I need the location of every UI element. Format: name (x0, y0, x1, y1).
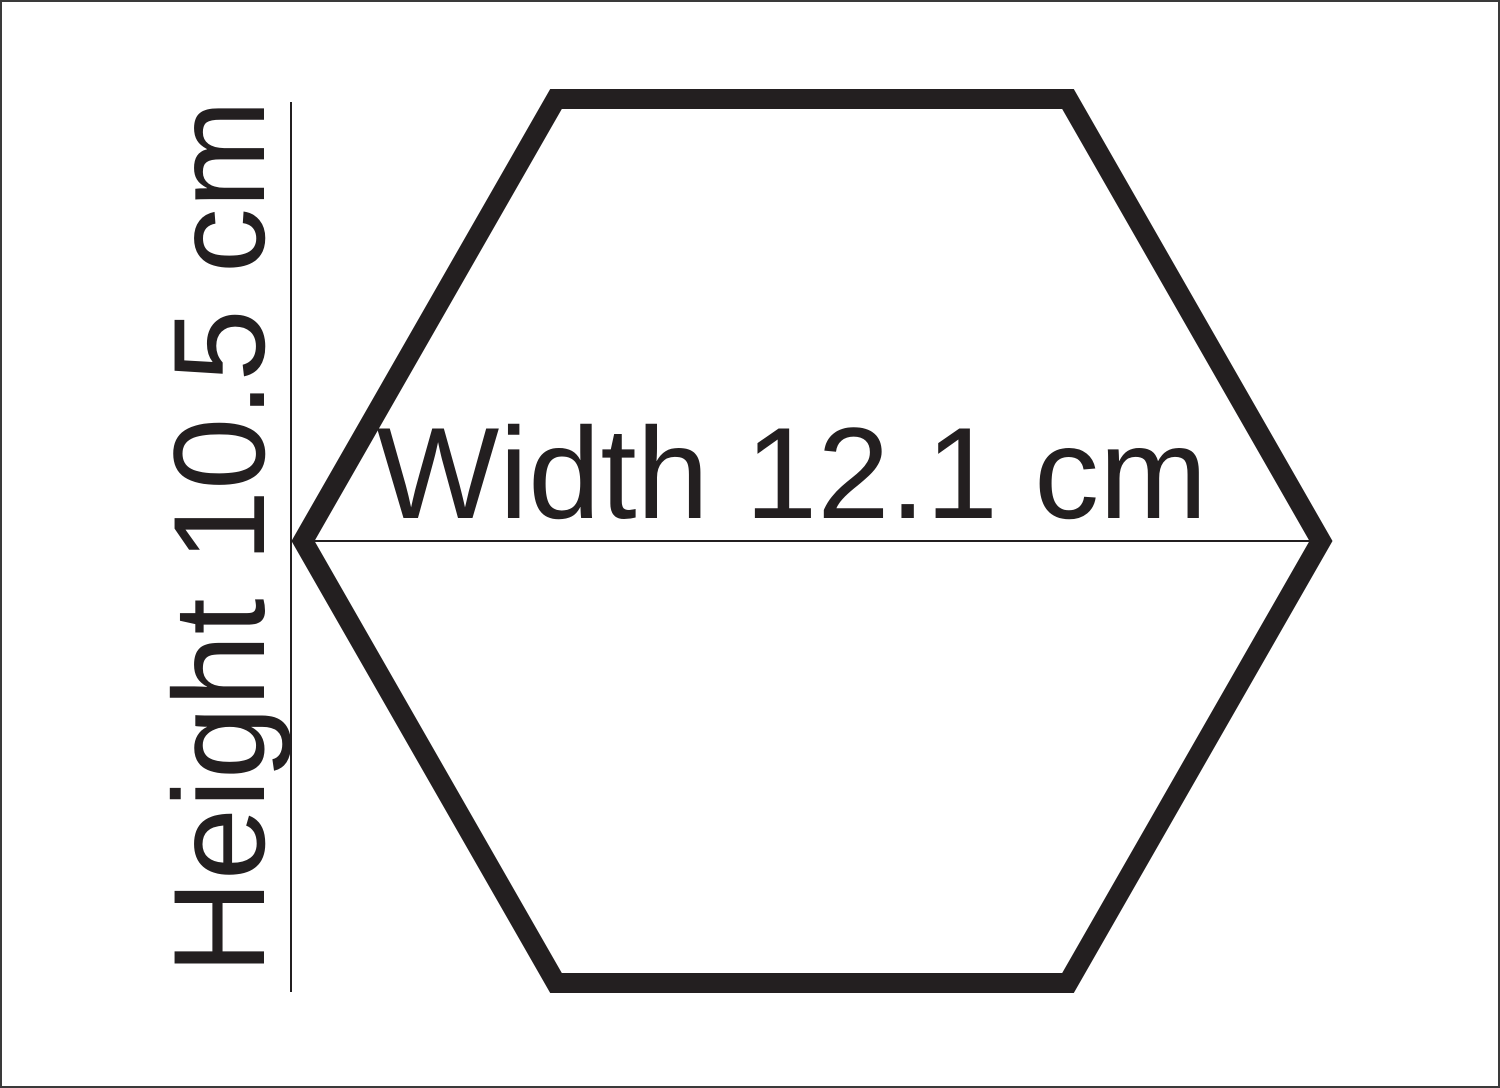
height-label: Height 10.5 cm (146, 100, 292, 974)
width-label: Width 12.1 cm (377, 400, 1208, 546)
